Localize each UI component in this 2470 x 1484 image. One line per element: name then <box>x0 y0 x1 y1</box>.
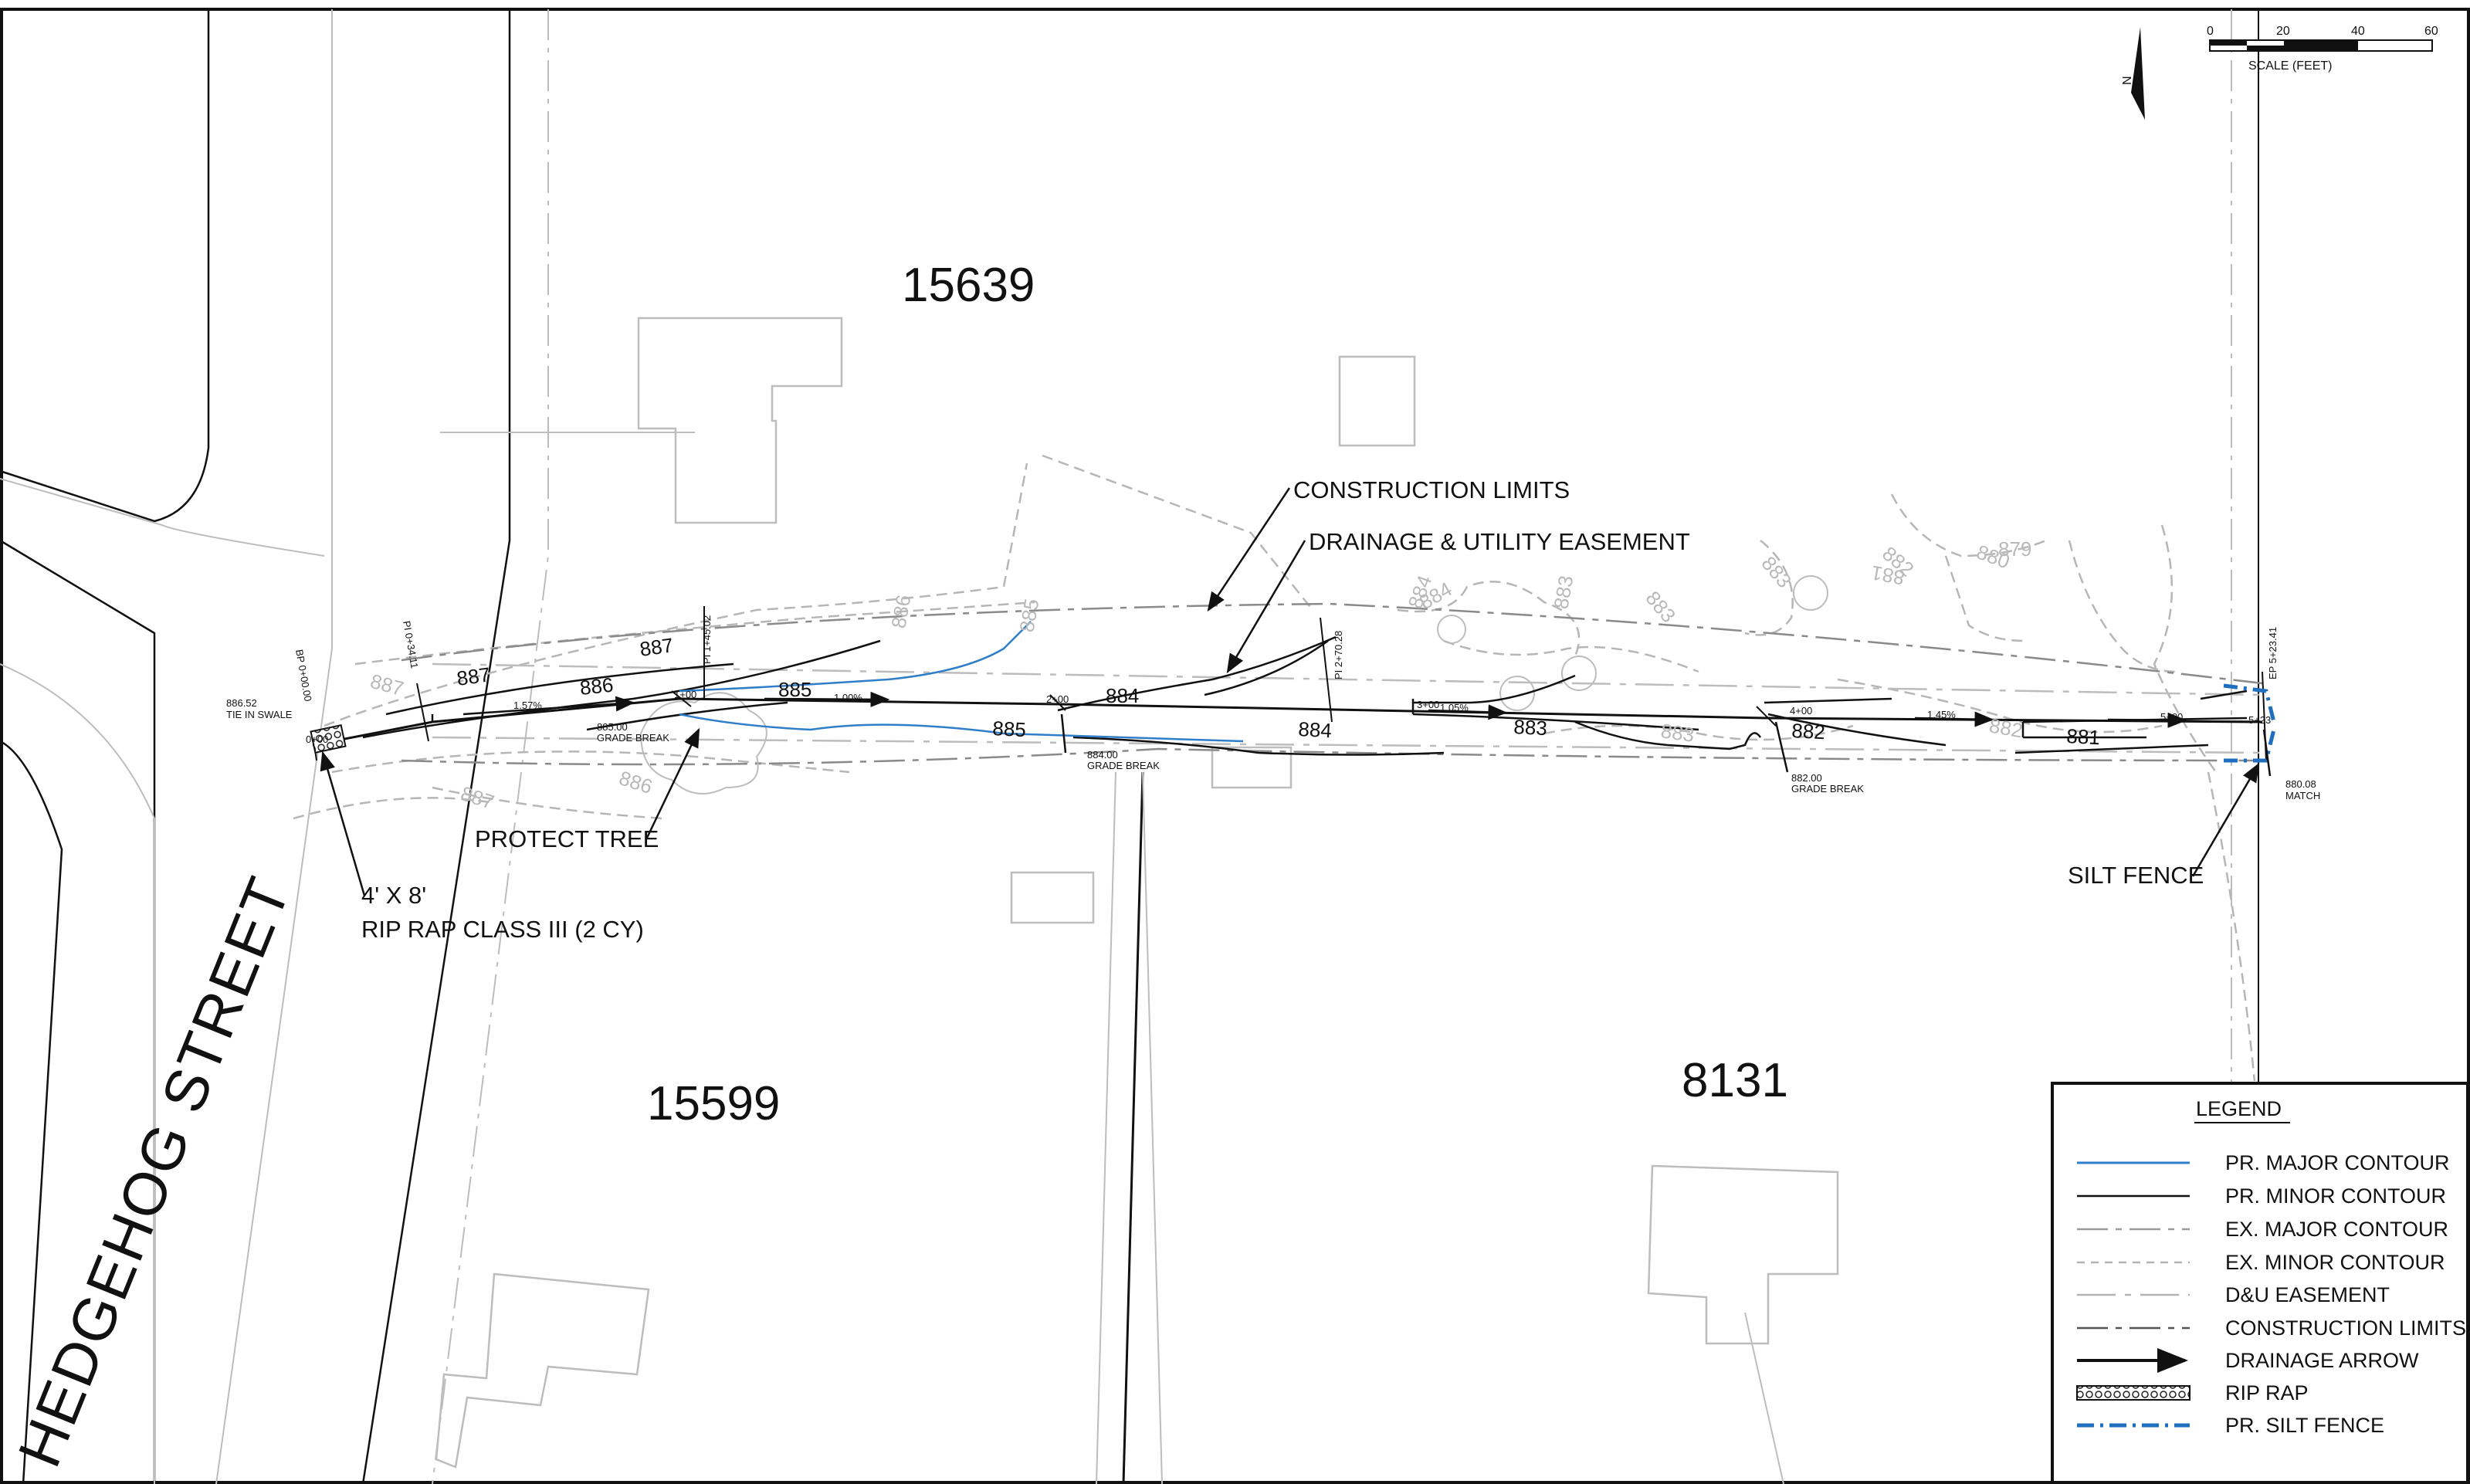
easement-line-north <box>432 662 2263 696</box>
slope-label-d: 1.45% <box>1927 709 1956 720</box>
elev-match-note: MATCH <box>2285 790 2320 801</box>
pr-contour-label: 882 <box>1791 719 1826 744</box>
station-3: 3+00 <box>1417 699 1439 710</box>
pr-contour-label: 884 <box>1298 717 1333 742</box>
pr-contour-label: 885 <box>778 678 811 701</box>
legend-item-label: PR. MAJOR CONTOUR <box>2225 1151 2450 1174</box>
ex-contour-label: 885 <box>1015 597 1043 634</box>
swale-centerline <box>312 691 2263 747</box>
ex-contour-label: 886 <box>616 766 656 798</box>
pr-contour-label: 886 <box>578 673 614 700</box>
existing-contours <box>293 454 2256 1082</box>
callout-protect-tree: PROTECT TREE <box>475 825 659 852</box>
ex-contour-label: 882 <box>1987 713 2024 742</box>
lot-number-north: 15639 <box>902 259 1035 312</box>
elev-tie-in-value: 886.52 <box>226 697 257 709</box>
station-pi1: PI 0+34.11 <box>401 620 421 669</box>
callout-rip-rap-class: RIP RAP CLASS III (2 CY) <box>361 916 644 943</box>
callout-rip-rap-size: 4' X 8' <box>361 882 426 909</box>
construction-limits-line-south <box>401 747 2263 766</box>
station-pi2: PI 1+45.02 <box>701 615 713 664</box>
callout-drainage-easement: DRAINAGE & UTILITY EASEMENT <box>1309 528 1690 555</box>
easement-line-south <box>432 736 2263 754</box>
legend-item-label: DRAINAGE ARROW <box>2225 1349 2419 1372</box>
callout-leaders <box>320 487 2272 896</box>
legend-item-label: EX. MAJOR CONTOUR <box>2225 1218 2448 1241</box>
easement-and-limits <box>401 602 2263 766</box>
legend: LEGEND PR. MAJOR CONTOUR PR. MINOR CONTO… <box>2051 1082 2469 1484</box>
station-pi3: PI 2+70.28 <box>1333 631 1344 679</box>
station-5: 5+00 <box>2160 711 2183 723</box>
scale-tick-40: 40 <box>2351 25 2365 38</box>
legend-item-label: D&U EASEMENT <box>2225 1283 2390 1306</box>
pr-contour-label: 883 <box>1513 715 1548 740</box>
ex-contour-label: 883 <box>1641 587 1680 628</box>
elev-gb3-value: 882.00 <box>1791 772 1822 784</box>
lot-number-southeast: 8131 <box>1682 1054 1788 1107</box>
ex-contour-label: 879 <box>1998 537 2031 561</box>
scale-tick-60: 60 <box>2424 25 2438 38</box>
scale-tick-0: 0 <box>2207 25 2214 38</box>
ex-contour-label: 881 <box>1869 561 1906 590</box>
elev-match-value: 880.08 <box>2285 778 2316 790</box>
legend-item-label: PR. SILT FENCE <box>2225 1414 2384 1437</box>
legend-item-label: PR. MINOR CONTOUR <box>2225 1184 2446 1208</box>
station-2: 2+00 <box>1046 693 1069 705</box>
scale-label: SCALE (FEET) <box>2248 59 2332 73</box>
station-1: 1+00 <box>674 689 696 700</box>
station-4: 4+00 <box>1790 705 1812 717</box>
station-ep: EP 5+23.41 <box>2267 627 2279 679</box>
ex-contour-label: 883 <box>1549 574 1577 611</box>
ex-contour-label: 883 <box>1659 719 1696 747</box>
north-arrow-letter: N <box>2121 76 2134 85</box>
legend-item-label: RIP RAP <box>2225 1381 2309 1404</box>
legend-riprap-swatch <box>2076 1385 2190 1401</box>
ex-contour-label: 887 <box>458 781 497 814</box>
pr-contour-label: 884 <box>1106 684 1139 707</box>
pr-contour-label: 881 <box>2066 724 2101 749</box>
ex-contour-label: 887 <box>368 669 406 700</box>
proposed-major-contours <box>679 621 1244 743</box>
pr-contour-label: 887 <box>639 633 675 661</box>
callout-construction-limits: CONSTRUCTION LIMITS <box>1293 476 1570 503</box>
legend-item-label: EX. MINOR CONTOUR <box>2225 1251 2445 1274</box>
slope-label-a: 1.57% <box>513 700 542 711</box>
legend-title: LEGEND <box>2196 1097 2282 1120</box>
callout-silt-fence: SILT FENCE <box>2068 862 2204 889</box>
elev-gb2-note: GRADE BREAK <box>1087 760 1160 771</box>
station-523: 5+23 <box>2248 714 2271 726</box>
elev-tie-in-note: TIE IN SWALE <box>226 709 293 720</box>
ex-contour-label: 886 <box>886 593 915 630</box>
sheet-border <box>0 8 2470 1484</box>
scale-bar: 0 20 40 60 SCALE (FEET) <box>2207 25 2438 73</box>
slope-label-c: 1.05% <box>1440 702 1469 713</box>
north-arrow: N <box>2121 27 2145 120</box>
rip-rap-pad <box>310 723 347 754</box>
lot-number-southwest: 15599 <box>647 1077 780 1130</box>
station-0: 0+00 <box>306 734 328 745</box>
elev-gb1-value: 885.00 <box>597 721 628 733</box>
scale-tick-20: 20 <box>2276 25 2290 38</box>
station-bp: BP 0+00.00 <box>293 649 314 703</box>
pr-contour-label: 887 <box>456 662 492 690</box>
slope-label-b: 1.00% <box>834 692 862 703</box>
elev-gb3-note: GRADE BREAK <box>1791 783 1864 795</box>
construction-limits-line <box>401 602 2263 685</box>
existing-houses <box>435 317 1839 1469</box>
pr-contour-label: 885 <box>992 717 1027 741</box>
legend-item-label: CONSTRUCTION LIMITS <box>2225 1316 2466 1340</box>
silt-fence <box>2223 683 2276 763</box>
elev-gb2-value: 884.00 <box>1087 749 1118 761</box>
elev-gb1-note: GRADE BREAK <box>597 732 669 744</box>
protected-tree-symbol <box>639 575 1828 795</box>
